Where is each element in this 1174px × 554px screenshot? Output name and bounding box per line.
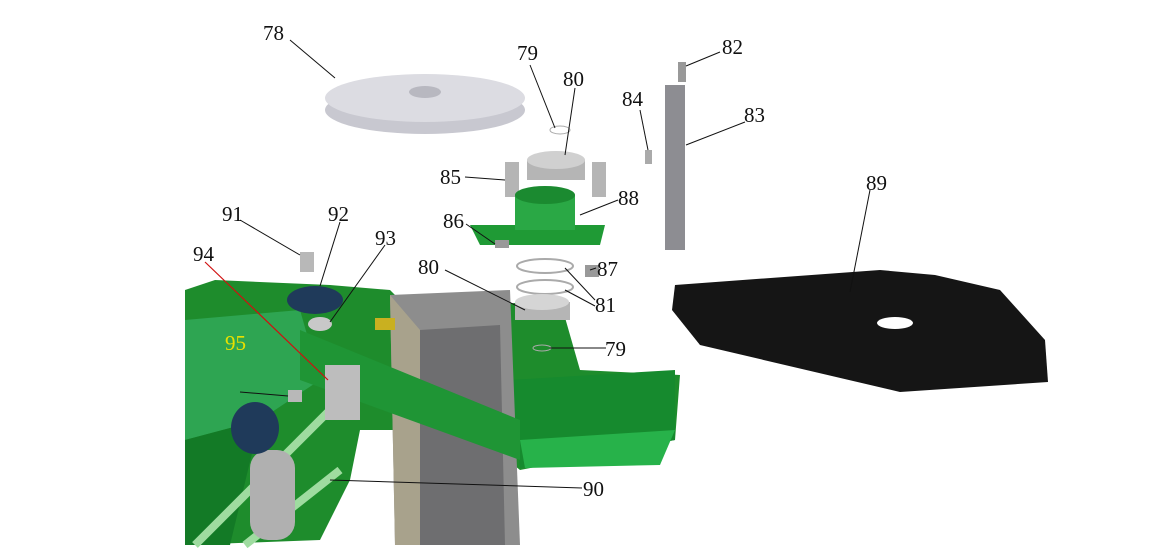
circlip-79 (549, 125, 571, 135)
callout-78: 78 (263, 21, 284, 45)
bolt-95 (288, 390, 302, 402)
ring-81-bottom (516, 279, 574, 295)
plate-89 (672, 270, 1048, 392)
roller-wheel (231, 402, 279, 454)
bolt-91 (300, 252, 314, 272)
callout-94: 94 (193, 242, 215, 266)
bearing-housing-88 (470, 186, 605, 245)
callout-85: 85 (440, 165, 461, 189)
yellow-fitting (375, 318, 395, 330)
callout-90: 90 (583, 477, 604, 501)
callout-79-lower: 79 (605, 337, 626, 361)
callout-91: 91 (222, 202, 243, 226)
pulley-78 (325, 74, 525, 134)
key-84 (645, 150, 652, 164)
callout-93: 93 (375, 226, 396, 250)
callout-83: 83 (744, 103, 765, 127)
nut-86 (495, 240, 509, 248)
bolt-85-right (592, 162, 606, 197)
callout-92: 92 (328, 202, 349, 226)
callout-87: 87 (597, 257, 618, 281)
shaft-83 (665, 85, 685, 250)
pin-82 (678, 62, 686, 82)
callout-88: 88 (618, 186, 639, 210)
bearing-80-lower (515, 294, 570, 320)
callout-82: 82 (722, 35, 743, 59)
callout-89: 89 (866, 171, 887, 195)
callout-80-lower: 80 (418, 255, 439, 279)
bushing-93 (308, 317, 332, 331)
roller-92 (287, 286, 343, 314)
callout-86: 86 (443, 209, 464, 233)
leader-94 (204, 261, 329, 381)
callout-81: 81 (595, 293, 616, 317)
bracket-94 (325, 365, 360, 420)
callout-95: 95 (225, 331, 246, 355)
bearing-80 (527, 151, 585, 180)
callout-80: 80 (563, 67, 584, 91)
callout-84: 84 (622, 87, 644, 111)
callout-79: 79 (517, 41, 538, 65)
gray-link-plate (250, 450, 295, 540)
ring-81-top (516, 258, 574, 274)
bolt-85-left (505, 162, 519, 197)
leader-lines (239, 39, 871, 489)
diagonal-arm (300, 330, 520, 460)
